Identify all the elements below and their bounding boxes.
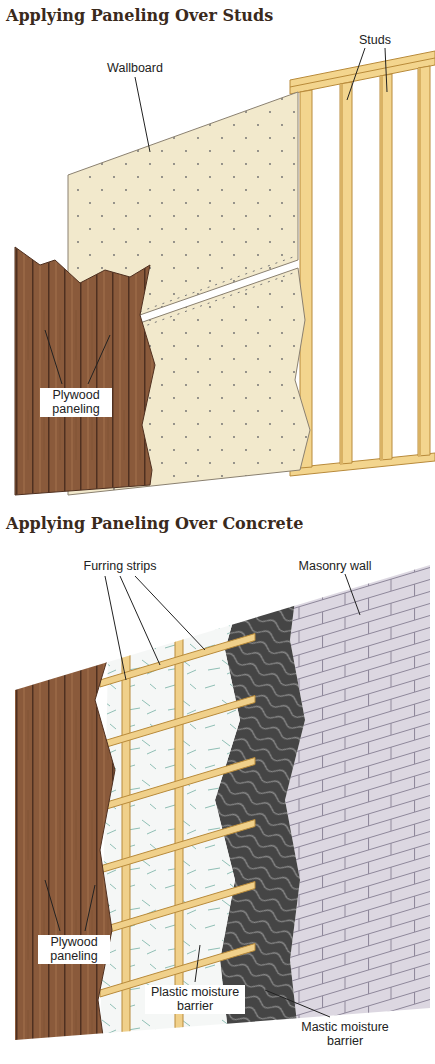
part-label-holder: Mastic moisture barrier — [290, 1020, 400, 1049]
part-label-holder: Masonry wall — [280, 556, 390, 574]
part-label: Plywood paneling — [40, 388, 112, 417]
part-label: Mastic moisture barrier — [290, 1020, 400, 1049]
part-label: Furring strips — [82, 559, 159, 573]
part-label: Wallboard — [105, 61, 165, 75]
plywood-paneling — [15, 247, 155, 495]
part-label-holder: Wallboard — [90, 58, 180, 76]
part-label: Plastic moisture barrier — [145, 985, 245, 1014]
stud-frame — [290, 51, 435, 476]
part-label-holder: Studs — [345, 30, 405, 48]
leader-lines — [45, 48, 387, 384]
part-label: Plywood paneling — [38, 935, 110, 964]
part-label-holder: Plastic moisture barrier — [145, 985, 245, 1014]
panel-title-holder: Applying Paneling Over Studs — [6, 6, 426, 25]
part-label-holder: Furring strips — [60, 556, 180, 574]
part-label-holder: Plywood paneling — [38, 935, 110, 964]
part-label: Studs — [357, 33, 393, 47]
panel-title: Applying Paneling Over Concrete — [6, 514, 303, 533]
part-label-holder: Plywood paneling — [40, 388, 112, 417]
panel-title: Applying Paneling Over Studs — [6, 6, 273, 25]
concrete-wall-layers — [0, 560, 435, 1050]
panel-title-holder: Applying Paneling Over Concrete — [6, 514, 426, 533]
part-label: Masonry wall — [297, 559, 374, 573]
